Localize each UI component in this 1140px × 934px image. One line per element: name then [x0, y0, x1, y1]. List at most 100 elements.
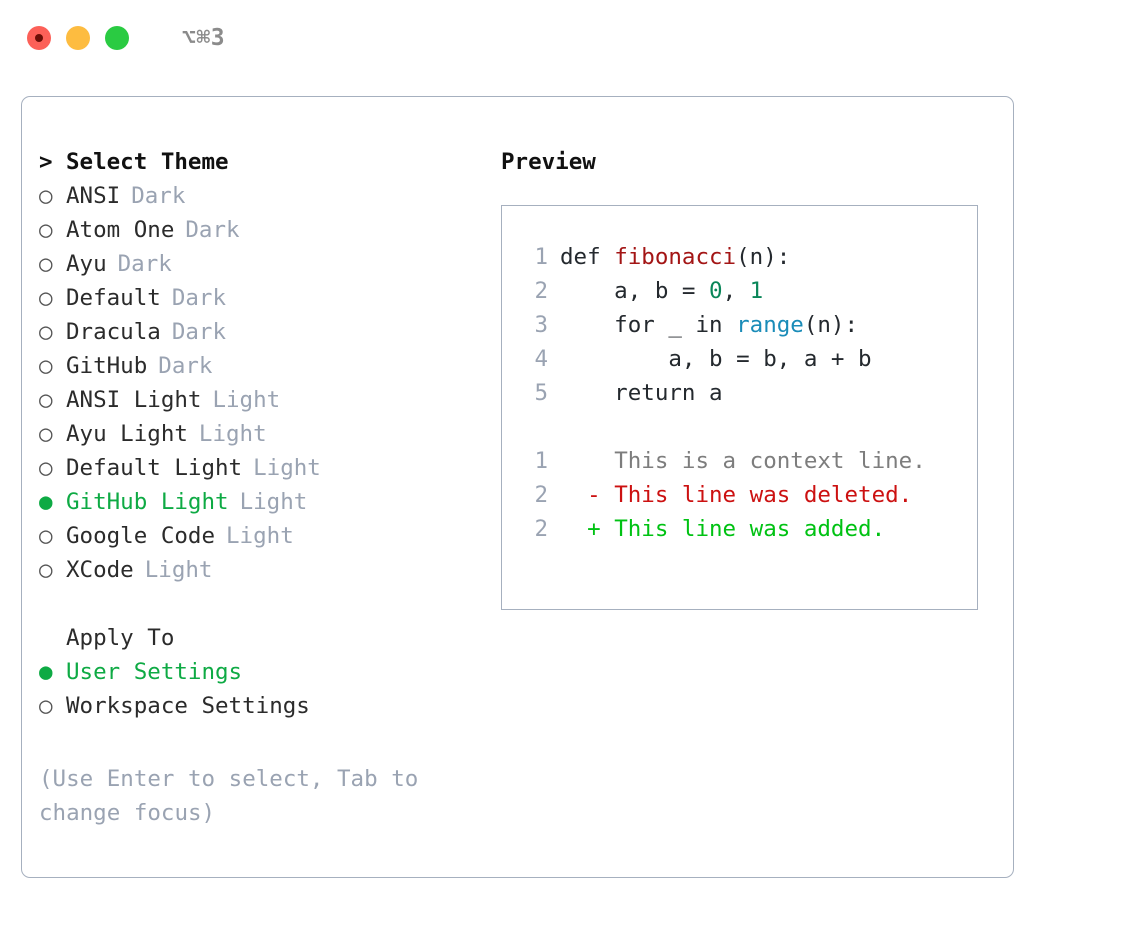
line-number: 4: [534, 346, 548, 372]
keyboard-hint: (Use Enter to select, Tab to change focu…: [39, 762, 449, 830]
code-token: (n):: [803, 312, 859, 338]
diff-line: 2 + This line was added.: [516, 516, 977, 550]
theme-variant-label: Light: [198, 421, 267, 447]
radio-unselected-icon[interactable]: ○: [39, 251, 53, 277]
diff-sign: -: [560, 482, 615, 508]
radio-unselected-icon[interactable]: ○: [39, 217, 53, 243]
radio-unselected-icon[interactable]: ○: [39, 387, 53, 413]
radio-unselected-icon[interactable]: ○: [39, 183, 53, 209]
title-bar: ⌥⌘3: [0, 0, 1140, 76]
radio-unselected-icon[interactable]: ○: [39, 319, 53, 345]
theme-name-label: Dracula: [66, 319, 161, 345]
theme-name-label: Ayu: [66, 251, 107, 277]
line-number: 1: [534, 448, 548, 474]
diff-line: 2 - This line was deleted.: [516, 482, 977, 516]
keyboard-hint-line-2: change focus): [39, 800, 216, 826]
radio-unselected-icon[interactable]: ○: [39, 285, 53, 311]
section-spacer: [39, 591, 489, 625]
code-token: fibonacci: [614, 244, 737, 270]
window-controls: [27, 26, 129, 50]
theme-list-item[interactable]: ○ XCode Light: [39, 557, 489, 591]
radio-selected-icon[interactable]: ●: [39, 489, 53, 515]
keyboard-hint-line-1: (Use Enter to select, Tab to: [39, 766, 419, 792]
theme-name-label: GitHub: [66, 353, 148, 379]
line-number: 2: [534, 278, 548, 304]
theme-variant-label: Dark: [185, 217, 240, 243]
radio-unselected-icon[interactable]: ○: [39, 455, 53, 481]
theme-list-item[interactable]: ○ ANSI Light Light: [39, 387, 489, 421]
theme-variant-label: Light: [226, 523, 294, 549]
apply-to-item[interactable]: ○ Workspace Settings: [39, 693, 489, 727]
theme-name-label: XCode: [66, 557, 134, 583]
theme-name-label: Google Code: [66, 523, 216, 549]
theme-variant-label: Dark: [171, 319, 227, 345]
code-token: 0: [709, 278, 723, 304]
radio-unselected-icon[interactable]: ○: [39, 421, 53, 447]
code-token: for _ in: [560, 312, 737, 338]
apply-to-heading-label: Apply To: [66, 625, 175, 651]
theme-name-label: GitHub Light: [66, 489, 229, 515]
theme-name-label: ANSI: [66, 183, 121, 209]
preview-title: Preview: [501, 149, 596, 175]
caret-icon: >: [39, 149, 53, 175]
diff-sign: +: [560, 516, 615, 542]
diff-text: This line was deleted.: [614, 482, 913, 508]
code-token: (n):: [736, 244, 791, 270]
line-number: 3: [534, 312, 548, 338]
apply-to-list: ● User Settings ○ Workspace Settings: [39, 659, 489, 727]
theme-name-label: Default Light: [66, 455, 243, 481]
theme-variant-label: Light: [144, 557, 213, 583]
theme-variant-label: Dark: [158, 353, 213, 379]
close-window-button[interactable]: [27, 26, 51, 50]
code-line: 5 return a: [516, 380, 977, 414]
theme-variant-label: Dark: [171, 285, 227, 311]
apply-to-item[interactable]: ● User Settings: [39, 659, 489, 693]
line-number: 2: [534, 482, 548, 508]
radio-selected-icon[interactable]: ●: [39, 659, 53, 685]
code-token: range: [736, 312, 804, 338]
code-line: 2 a, b = 0, 1: [516, 278, 977, 312]
select-theme-heading-label: Select Theme: [66, 149, 229, 175]
minimize-window-button[interactable]: [66, 26, 90, 50]
code-token: return a: [560, 380, 723, 406]
radio-unselected-icon[interactable]: ○: [39, 693, 53, 719]
theme-name-label: ANSI Light: [66, 387, 202, 413]
theme-list-item[interactable]: ○ Google Code Light: [39, 523, 489, 557]
diff-text: This line was added.: [614, 516, 886, 542]
apply-to-item-label: User Settings: [66, 659, 243, 685]
spacer-icon: ○: [39, 627, 66, 650]
theme-list-item[interactable]: ○ GitHub Dark: [39, 353, 489, 387]
theme-list-item[interactable]: ○ Atom One Dark: [39, 217, 489, 251]
theme-list-item[interactable]: ○ ANSI Dark: [39, 183, 489, 217]
radio-unselected-icon[interactable]: ○: [39, 353, 53, 379]
radio-unselected-icon[interactable]: ○: [39, 523, 53, 549]
theme-list-item[interactable]: ○ Default Dark: [39, 285, 489, 319]
theme-variant-label: Light: [212, 387, 281, 413]
theme-list-item[interactable]: ○ Dracula Dark: [39, 319, 489, 353]
theme-name-label: Default: [66, 285, 161, 311]
line-number: 5: [534, 380, 548, 406]
select-theme-heading: > Select Theme: [39, 149, 489, 183]
apply-to-item-label: Workspace Settings: [66, 693, 310, 719]
code-token: a, b = b, a + b: [560, 346, 872, 372]
radio-unselected-icon[interactable]: ○: [39, 557, 53, 583]
diff-line: 1 This is a context line.: [516, 448, 977, 482]
diff-text: This is a context line.: [614, 448, 926, 474]
line-number: 2: [534, 516, 548, 542]
theme-name-label: Atom One: [66, 217, 175, 243]
maximize-window-button[interactable]: [105, 26, 129, 50]
diff-sign: [560, 448, 614, 474]
theme-variant-label: Dark: [131, 183, 186, 209]
apply-to-heading: ○ Apply To: [39, 625, 489, 659]
